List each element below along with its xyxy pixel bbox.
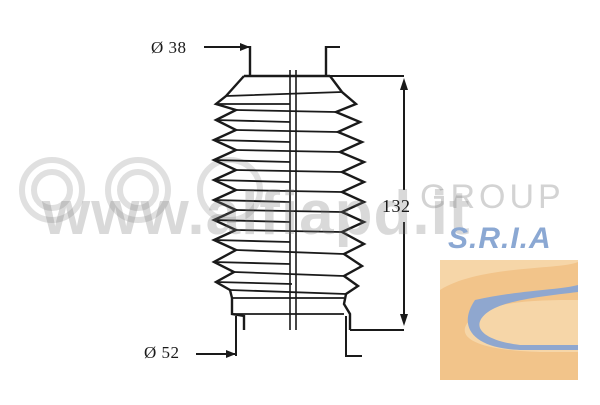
- boot-pleat-lines: [213, 91, 347, 315]
- bottom-diameter-label: Ø 52: [144, 343, 180, 362]
- boot-centerline: [289, 70, 297, 330]
- top-arrowhead: [240, 43, 250, 51]
- dimension-lines: [196, 43, 408, 358]
- boot-bottom-guides: [235, 316, 362, 357]
- boot-right-profile: [329, 75, 368, 330]
- boot-top-collar: [244, 46, 330, 78]
- length-label: 132: [382, 196, 411, 216]
- top-diameter-label: Ø 38: [151, 38, 187, 57]
- boot-left-profile: [211, 75, 246, 330]
- sria-logo: [440, 248, 578, 380]
- length-arrow-bottom: [400, 314, 408, 326]
- watermark-site-text: www.alfiapd.it: [42, 179, 471, 248]
- bottom-arrowhead: [226, 350, 236, 358]
- boot-drawing: [211, 46, 368, 357]
- sria-logo-text: S.R.I.A: [448, 222, 552, 255]
- length-extension-lines: [330, 75, 404, 331]
- length-arrow-top: [400, 78, 408, 90]
- watermark-group-text: GROUP: [420, 178, 565, 216]
